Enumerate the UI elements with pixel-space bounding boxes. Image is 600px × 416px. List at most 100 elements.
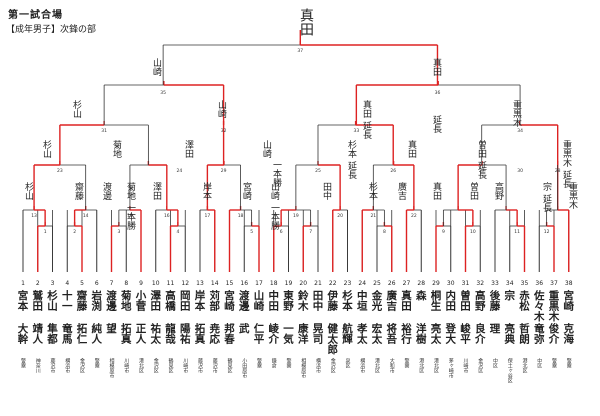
- winner-note: 澤田: [183, 140, 193, 158]
- entrant-surname: 宮崎: [223, 290, 235, 311]
- entrant-given-name: 龍哉: [164, 323, 176, 344]
- match-number: 6: [280, 229, 283, 235]
- match-number: 33: [353, 128, 359, 134]
- entrant-club: 港北区: [521, 358, 528, 373]
- entrant-surname: 伊藤: [326, 290, 339, 311]
- seed-number: 12: [181, 280, 190, 287]
- winner-note: 渡邊: [101, 182, 111, 200]
- match-number: 14: [83, 213, 89, 219]
- winner-note: 宮崎: [241, 182, 251, 200]
- entrant-given-name: 祐太: [149, 323, 162, 344]
- winner-note: 山崎 一本勝: [269, 182, 279, 230]
- match-number: 1: [44, 229, 47, 235]
- match-number: 2: [73, 229, 76, 235]
- entrant-surname: 渡邊: [237, 290, 250, 311]
- seed-number: 20: [299, 280, 308, 287]
- seed-number: 4: [65, 280, 70, 287]
- entrant-club: 金沢区: [79, 358, 85, 373]
- entrant-club: 港北区: [138, 358, 144, 373]
- match-number: 32: [221, 128, 227, 134]
- seed-number: 16: [240, 280, 249, 287]
- seed-number: 3: [50, 280, 55, 287]
- winner-note: 真田: [298, 8, 314, 36]
- match-number: 22: [411, 213, 417, 219]
- seed-number: 26: [387, 280, 396, 287]
- entrant-surname: 齋藤: [75, 290, 88, 311]
- entrant-given-name: 望: [105, 323, 117, 334]
- entrant-club: 警察: [93, 358, 100, 368]
- seed-number: 28: [417, 280, 426, 287]
- match-number: 16: [164, 213, 170, 219]
- entrant-given-name: 洋樹: [414, 323, 427, 344]
- match-number: 20: [337, 213, 343, 219]
- entrant-club: 保土ヶ谷区: [506, 358, 513, 383]
- entrant-given-name: 拓仁: [75, 323, 88, 344]
- entrant-surname: 田中: [311, 290, 324, 311]
- match-number: 28: [555, 168, 561, 174]
- match-number: 3: [117, 229, 120, 235]
- entrant-given-name: 健太郎: [326, 323, 339, 355]
- entrant-given-name: 邦春: [223, 323, 235, 344]
- winner-note: 一本勝: [271, 160, 281, 187]
- seed-number: 13: [196, 280, 204, 287]
- entrant-given-name: 将吾: [385, 323, 398, 344]
- seed-number: 32: [476, 280, 485, 287]
- match-number: 31: [101, 128, 107, 134]
- entrant-given-name: 俊介: [547, 323, 560, 344]
- entrant-club: 港北区: [418, 358, 425, 373]
- seed-number: 36: [535, 280, 544, 287]
- entrant-surname: 森: [414, 290, 427, 301]
- seed-number: 14: [210, 280, 219, 287]
- entrant-club: 横浜市: [64, 358, 71, 373]
- entrant-club: 鎌倉: [270, 358, 277, 368]
- match-number: 19: [293, 213, 299, 219]
- entrant-club: 鶴見区: [167, 358, 174, 373]
- match-number: 4: [176, 229, 179, 235]
- seed-number: 11: [166, 280, 175, 287]
- match-number: 35: [160, 90, 166, 96]
- match-number: 7: [309, 229, 312, 235]
- winner-note: 重黒木: [567, 182, 577, 209]
- entrant-club: 警察: [20, 358, 26, 368]
- entrant-given-name: 康洋: [296, 323, 309, 344]
- entrant-surname: 高橋: [164, 290, 176, 311]
- seed-number: 34: [505, 280, 514, 287]
- entrant-club: 大和市: [388, 358, 395, 373]
- match-number: 17: [205, 213, 211, 219]
- entrant-club: 金沢区: [152, 358, 159, 373]
- entrant-surname: 岩渕: [90, 290, 103, 311]
- entrant-surname: 岸本: [193, 290, 206, 311]
- entrant-surname: 宮崎: [562, 290, 575, 311]
- entrant-club: 中区: [492, 358, 498, 368]
- entrant-given-name: 正人: [134, 323, 147, 344]
- match-number: 15: [127, 213, 133, 219]
- entrant-given-name: 崚介: [267, 323, 280, 344]
- entrant-given-name: 登大: [444, 323, 457, 344]
- entrant-surname: 杉山: [46, 290, 58, 311]
- entrant-club: 川崎市: [123, 358, 130, 373]
- entrant-surname: 東野: [282, 290, 294, 311]
- entrant-surname: 鷲田: [31, 290, 44, 311]
- match-number: 34: [517, 128, 523, 134]
- entrant-surname: 佐々木: [532, 290, 545, 322]
- seed-number: 8: [124, 280, 129, 287]
- entrant-surname: 曽田: [459, 290, 471, 311]
- winner-note: 菊地: [111, 140, 121, 158]
- entrant-surname: 小菅: [134, 290, 147, 311]
- entrant-surname: 廣吉: [385, 290, 398, 311]
- seed-number: 27: [402, 280, 411, 287]
- entrant-club: 警察: [403, 358, 410, 368]
- winner-note: 高野: [493, 182, 503, 200]
- seed-number: 9: [139, 280, 143, 287]
- entrant-club: 横浜市: [359, 358, 366, 373]
- entrant-club: 茅ヶ崎市: [447, 358, 454, 378]
- winner-note: 真田 延長: [361, 100, 371, 139]
- entrant-surname: 山崎: [252, 290, 265, 311]
- entrant-surname: 後藤: [488, 290, 501, 311]
- entrant-club: 藤沢市: [49, 358, 56, 373]
- match-number: 23: [57, 168, 63, 174]
- seed-number: 1: [21, 280, 25, 287]
- page-title: 第一試合場: [8, 10, 63, 21]
- entrant-given-name: 竜馬: [60, 323, 73, 344]
- entrant-surname: 岡田: [178, 290, 191, 311]
